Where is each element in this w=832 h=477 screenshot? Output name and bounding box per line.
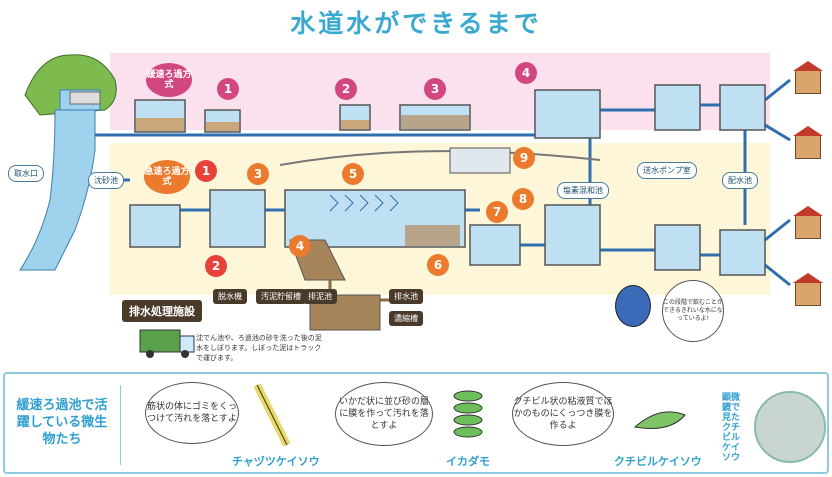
step-number: 7 [486, 201, 508, 223]
pump-label: 送水ポンプ室 [637, 162, 697, 179]
organism-name: イカダモ [446, 455, 490, 468]
organism-desc: いかだ状に並び砂の層に膜を作って汚れを落とすよ [335, 382, 433, 446]
drainage-facility-label: 排水処理施設 [122, 300, 202, 322]
step-number: 4 [515, 62, 537, 84]
microscope-view: 顕微鏡で見たクチビルケイソウ [718, 385, 828, 470]
step-number: 1 [217, 78, 239, 100]
distribution-label: 配水池 [722, 172, 758, 189]
house-icon [793, 273, 823, 306]
intake-label: 取水口 [8, 165, 44, 182]
scenedesmus-icon [453, 390, 483, 438]
panel-title: 緩速ろ過池で活躍している微生物たち [16, 398, 108, 447]
step-number: 6 [427, 254, 449, 276]
house-icon [793, 206, 823, 239]
organism-name: クチビルケイソウ [614, 455, 702, 468]
microscope-caption: 顕微鏡で見たクチビルケイソウ [722, 393, 741, 463]
step-number: 9 [513, 147, 535, 169]
step-number: 2 [205, 255, 227, 277]
river [19, 107, 96, 271]
process-diagram [19, 54, 791, 358]
step-number: 2 [335, 78, 357, 100]
sludge-storage-label: 汚泥貯留槽 [256, 289, 306, 304]
settling-label: 沈砂池 [88, 172, 124, 189]
drain-pool-label: 排泥池 [303, 289, 337, 304]
step-number: 5 [342, 163, 364, 185]
slow-filter-badge: 緩速ろ過方式 [146, 63, 192, 97]
cymbella-icon [633, 411, 686, 429]
dewatering-label: 脱水機 [213, 289, 247, 304]
chaetoceros-icon [253, 383, 291, 447]
drain-water-pool-label: 排水池 [389, 289, 423, 304]
thickener-label: 濃縮槽 [389, 311, 423, 326]
step-number: 3 [424, 78, 446, 100]
mascot-icon [615, 285, 651, 327]
step-number: 1 [195, 160, 217, 182]
step-number: 4 [289, 235, 311, 257]
drainage-note: 沈でん池や、ろ過池の砂を洗った後の泥水をしぼります。しぼった泥はトラックで運びま… [196, 334, 322, 362]
house-icon [793, 61, 823, 94]
microscope-circle [754, 391, 826, 463]
organism-desc: 筋状の体にゴミをくっつけて汚れを落とすよ [145, 382, 239, 444]
organism-name: チャヅツケイソウ [232, 455, 320, 468]
step-number: 3 [247, 163, 269, 185]
organism-desc: クチビル状の粘液質でほかのものにくっつき膜を作るよ [512, 382, 614, 446]
page-title: 水道水ができるまで [290, 9, 542, 38]
rapid-filter-badge: 急速ろ過方式 [144, 160, 190, 194]
divider [120, 385, 121, 465]
step-number: 8 [512, 188, 534, 210]
mascot-speech: この段階で飲むことができるきれいな水になっているよ! [662, 280, 724, 342]
chlorine-label: 塩素混和池 [557, 182, 609, 199]
house-icon [793, 126, 823, 159]
